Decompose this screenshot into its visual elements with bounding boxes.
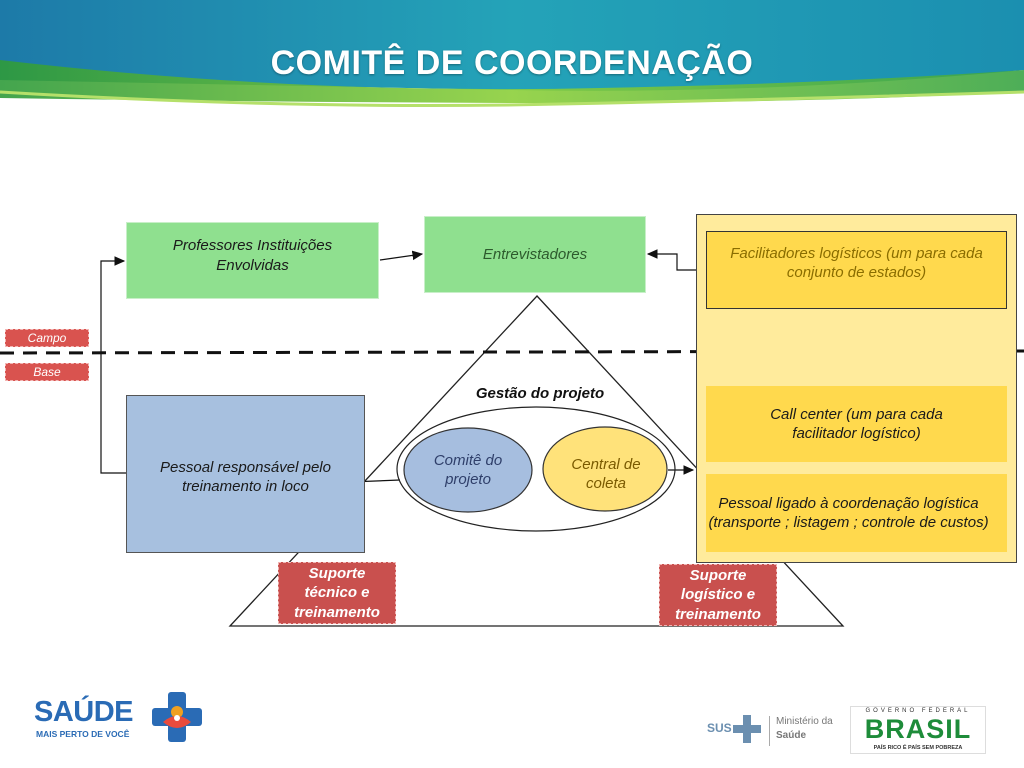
pessoal-logistica-box: Pessoal ligado à coordenação logística (… [706, 474, 1007, 552]
connector-left-bracket [100, 256, 126, 474]
connector-prof-entrev [379, 250, 424, 261]
suporte-logistico-label: Suporte logístico e treinamento [675, 566, 761, 623]
brasil-tagline: PAÍS RICO É PAÍS SEM POBREZA [873, 745, 963, 751]
pessoal-treinamento-box: Pessoal responsável pelo treinamento in … [126, 395, 365, 553]
professores-box: Professores Instituições Envolvidas [126, 222, 379, 299]
gestao-ellipse [396, 406, 676, 532]
ministerio-logo: Ministério da Saúde [769, 716, 846, 746]
sus-logo: SUS [707, 714, 762, 744]
saude-wordmark: SAÚDE [34, 696, 134, 728]
saude-logo: SAÚDE MAIS PERTO DE VOCÊ [34, 690, 214, 744]
campo-label: Campo [27, 331, 67, 345]
suporte-tecnico-tag: Suporte técnico e treinamento [278, 562, 396, 624]
triangle-outline [228, 295, 845, 627]
comite-label: Comitê do projeto [433, 451, 503, 489]
entrevistadores-box: Entrevistadores [424, 216, 646, 293]
saude-cross-icon [152, 692, 202, 742]
connector-facil-entrev [646, 249, 706, 271]
facilitadores-label: Facilitadores logísticos (um para cada c… [730, 244, 983, 282]
brasil-wordmark: BRASIL [864, 714, 972, 744]
comite-text: Comitê do projeto [412, 446, 524, 494]
suporte-logistico-tag: Suporte logístico e treinamento [659, 564, 777, 626]
central-text: Central de coleta [550, 450, 662, 498]
central-ellipse [542, 426, 668, 512]
entrevistadores-label: Entrevistadores [482, 245, 588, 263]
pessoal-treinamento-label: Pessoal responsável pelo treinamento in … [160, 458, 331, 496]
base-tag: Base [5, 363, 89, 381]
header-banner [0, 0, 1024, 107]
ministerio-line2: Saúde [776, 730, 807, 741]
comite-ellipse [403, 427, 533, 513]
sus-wordmark: SUS [707, 721, 732, 735]
governo-label: GOVERNO FEDERAL [865, 708, 971, 714]
brasil-logo: GOVERNO FEDERAL BRASIL PAÍS RICO É PAÍS … [850, 706, 986, 754]
campo-tag: Campo [5, 329, 89, 347]
gestao-label: Gestão do projeto [475, 385, 605, 402]
facilitadores-box: Facilitadores logísticos (um para cada c… [706, 231, 1007, 309]
suporte-tecnico-label: Suporte técnico e treinamento [294, 564, 380, 621]
professores-label: Professores Instituições Envolvidas [172, 237, 333, 274]
call-center-label: Call center (um para cada facilitador lo… [770, 405, 943, 443]
ministerio-line1: Ministério da [776, 716, 833, 727]
central-label: Central de coleta [571, 455, 641, 493]
page-title: COMITÊ DE COORDENAÇÃO [270, 44, 754, 82]
pessoal-logistica-label: Pessoal ligado à coordenação logística (… [708, 494, 989, 532]
sus-cross-icon [733, 715, 761, 743]
saude-tagline: MAIS PERTO DE VOCÊ [36, 729, 130, 739]
call-center-box: Call center (um para cada facilitador lo… [706, 386, 1007, 462]
base-label: Base [33, 365, 61, 379]
